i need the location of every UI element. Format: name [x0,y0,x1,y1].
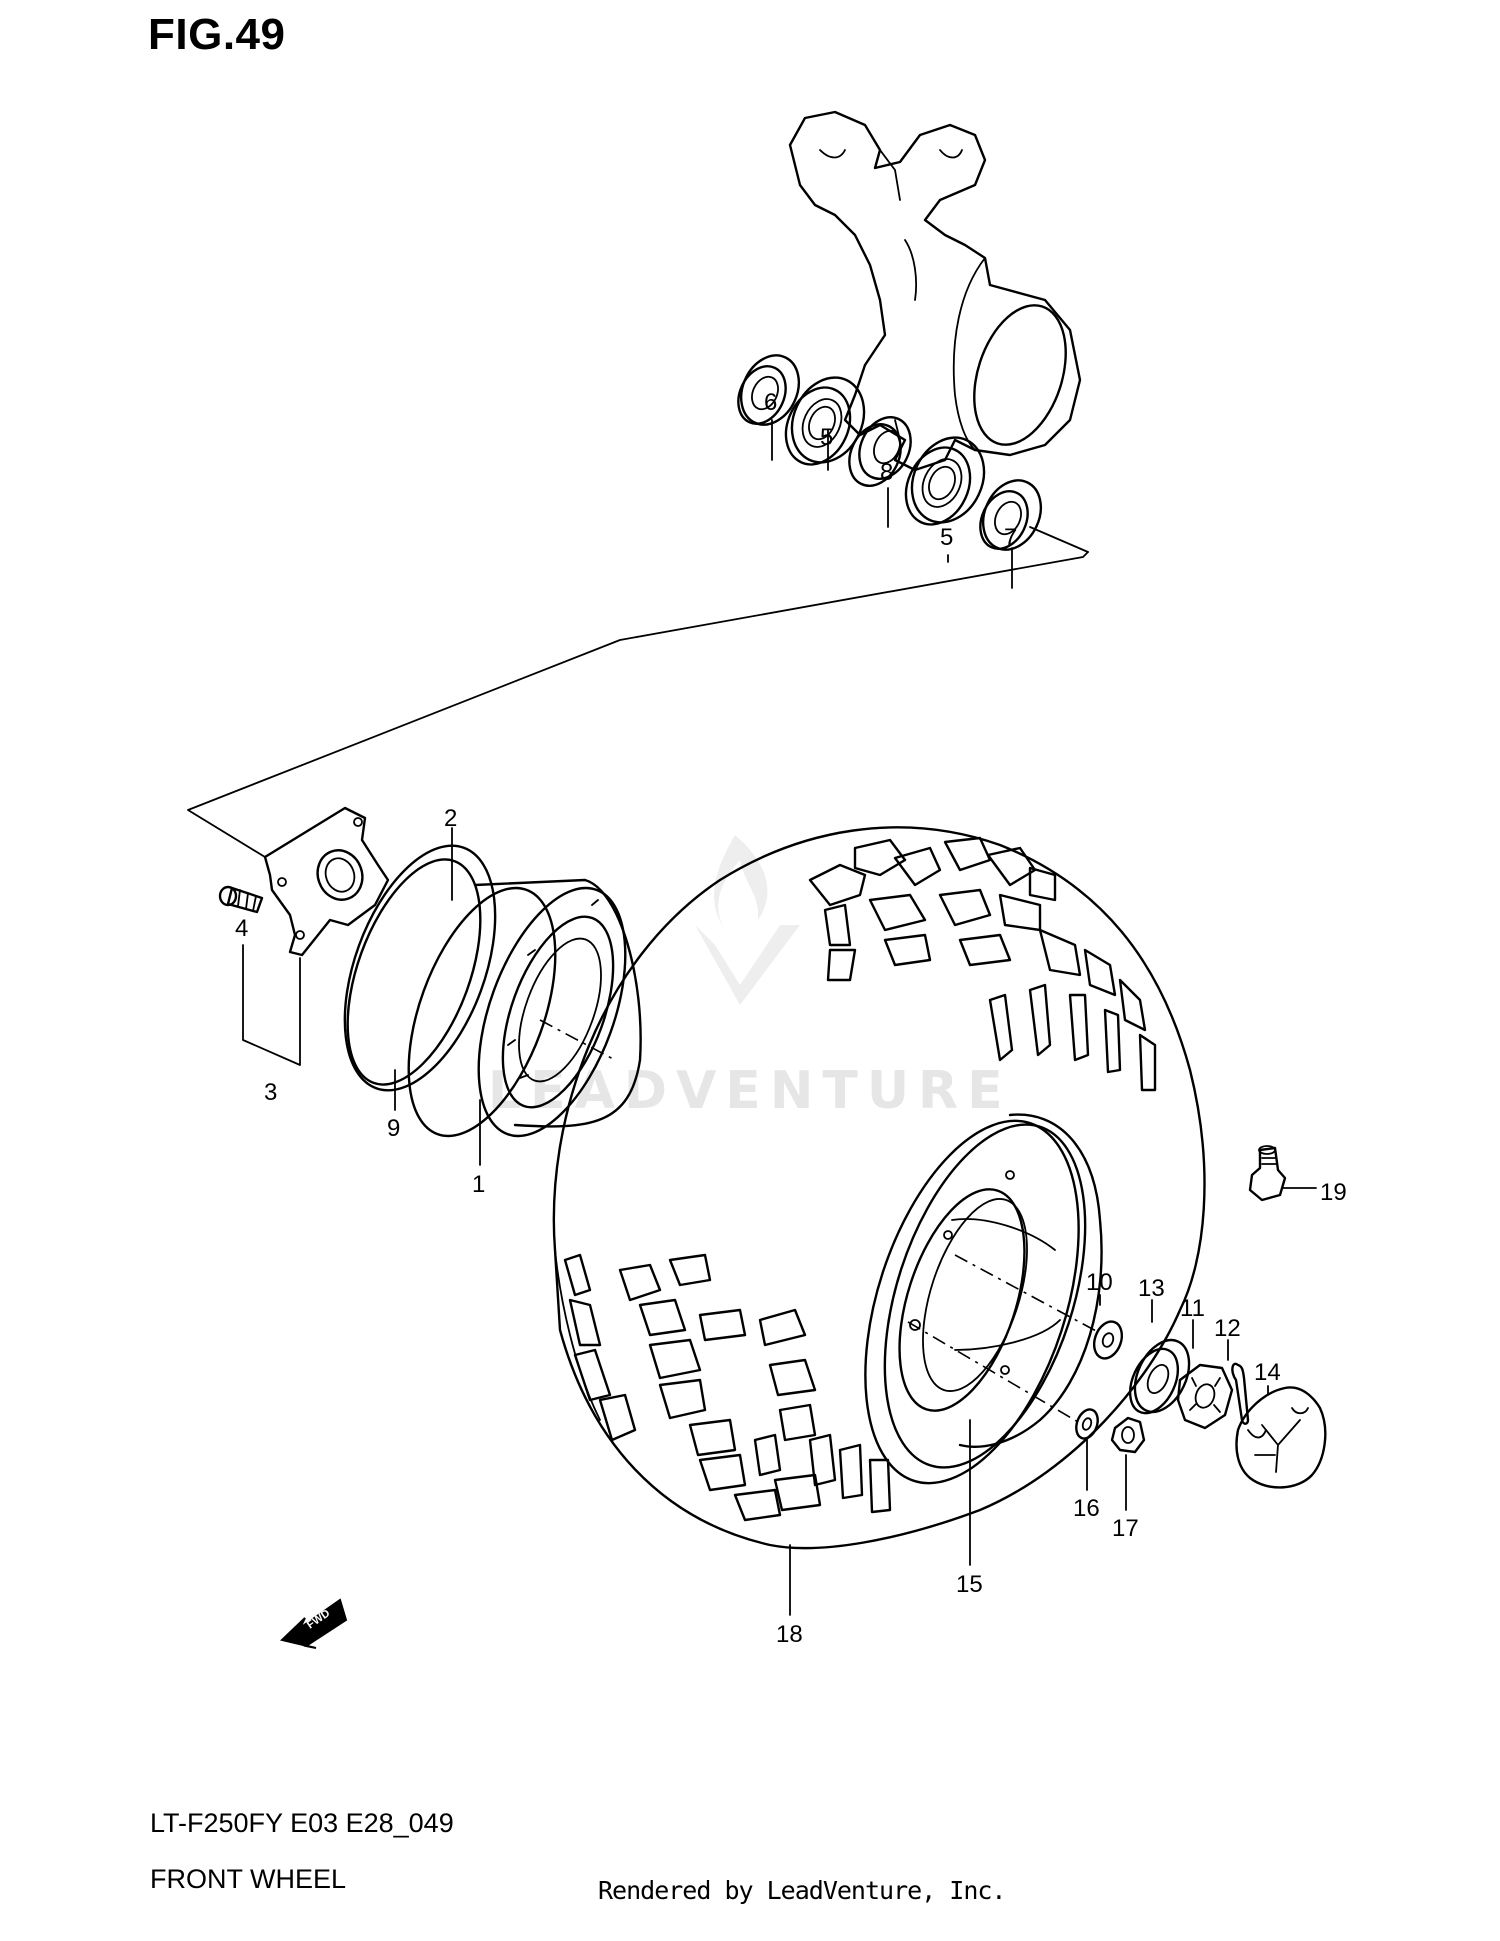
tire-18 [552,826,1206,1550]
callout-12: 12 [1214,1315,1241,1342]
tread-blocks-lower [563,1253,892,1522]
figure-title: FIG.49 [148,10,286,59]
steering-knuckle [788,110,1082,472]
callout-16: 16 [1073,1495,1100,1522]
callout-labels: 6 5 8 5 7 2 4 3 9 1 19 10 13 11 12 14 16… [235,389,1347,1648]
model-code: LT-F250FY E03 E28_049 [150,1808,454,1838]
nut-17 [1110,1416,1146,1454]
leader-lines [242,419,1317,1616]
o-ring-9 [343,844,497,1092]
bearing-5a [784,376,866,466]
upper-bearing-set [737,354,1089,553]
hub-cap-14 [1235,1386,1327,1489]
tread-blocks-upper [808,836,1157,1092]
callout-7: 7 [1004,524,1017,551]
callout-5b: 5 [940,524,953,551]
rendered-by-credit: Rendered by LeadVenture, Inc. [598,1876,1006,1905]
assembly-reference-line [187,551,1089,858]
callout-9: 9 [387,1115,400,1142]
callout-6: 6 [764,389,777,416]
fwd-arrow-icon: FWD [279,1598,348,1649]
hub-bolt-4 [218,885,264,914]
callout-1: 1 [472,1171,485,1198]
callout-11: 11 [1180,1295,1205,1322]
callout-18: 18 [776,1621,803,1648]
castle-nut-11 [1176,1363,1234,1430]
oil-seal-7 [979,479,1043,551]
callout-4: 4 [235,915,248,942]
callout-19: 19 [1320,1179,1347,1206]
leadventure-watermark: LEADVENTURE [488,835,1003,1121]
watermark-v-icon [695,925,800,1005]
callout-2: 2 [444,805,457,832]
callout-17: 17 [1112,1515,1139,1542]
cotter-pin-12 [1231,1362,1250,1425]
callout-5a: 5 [820,424,833,451]
bearing-axis-line [1029,526,1089,553]
tire-valve-19 [1248,1145,1287,1202]
watermark-flame-icon [714,835,768,930]
callout-14: 14 [1254,1359,1281,1386]
callout-13: 13 [1138,1275,1165,1302]
oil-seal-6 [737,354,801,426]
callout-10: 10 [1086,1269,1113,1296]
spacer-8 [848,416,912,487]
bearing-13 [1128,1338,1191,1415]
wheel-rim-15 [864,1113,1103,1485]
callout-8: 8 [880,459,893,486]
washer-16 [1075,1408,1099,1440]
bearing-5b [904,436,986,526]
wheel-hub-plate [263,806,390,957]
callout-15: 15 [956,1571,983,1598]
section-name: FRONT WHEEL [150,1864,347,1894]
center-axis-lines [539,1019,1099,1423]
washer-10 [1092,1320,1124,1360]
brake-drum-1 [407,878,642,1138]
callout-3: 3 [264,1079,277,1106]
